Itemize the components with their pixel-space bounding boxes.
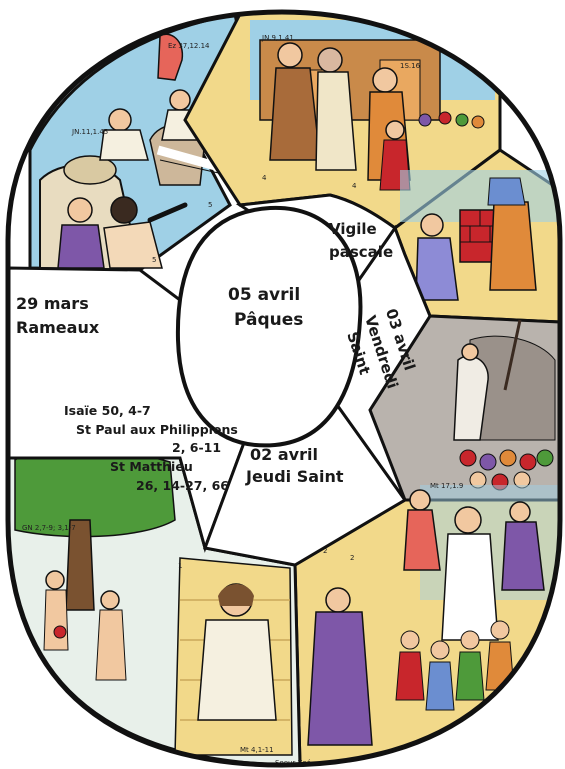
panel-number: 5	[208, 201, 212, 209]
panel-number: 5	[152, 256, 156, 264]
ref-lazarus-top: Ez 37,12.14	[168, 42, 210, 50]
outer-outline	[5, 9, 563, 768]
center-circle	[175, 205, 363, 448]
reading-2: St Paul aux Philippiens	[76, 422, 238, 437]
rameaux-date: 29 mars	[16, 294, 89, 313]
reading-4: St Matthieu	[110, 459, 193, 474]
ref-blind-left: JN.9,1.41	[261, 34, 294, 42]
center-title: Pâques	[234, 310, 303, 330]
ref-eden: GN 2,7-9; 3,1-7	[22, 524, 76, 532]
vigile-line1: Vigile	[329, 220, 377, 238]
panel-moses-rock	[368, 314, 560, 502]
jeudi-line2: Jeudi Saint	[245, 467, 344, 486]
panel-number: 1	[178, 562, 182, 570]
ref-blind-right: 1S.16	[400, 62, 421, 70]
panel-samaritan-woman	[393, 148, 560, 324]
panel-number: 4	[352, 182, 357, 190]
panel-number: 2	[350, 554, 354, 562]
ref-genesis-right: GN.12,1.4	[480, 732, 516, 740]
ref-desert: Mt 4,1-11	[240, 746, 274, 754]
reading-1: Isaïe 50, 4-7	[64, 403, 151, 418]
ref-transfig: Mt 17,1.9	[430, 482, 463, 490]
rameaux-title: Rameaux	[16, 318, 100, 337]
reading-5: 26, 14-27, 66	[136, 478, 229, 493]
vigile-line2: pascale	[329, 243, 393, 261]
panel-number: 2	[323, 547, 327, 555]
ref-lazarus-left: JN.11,1.45	[71, 128, 108, 136]
panel-eden-desert: GN 2,7-9; 3,1-7 Mt 4,1-11 Soeur Zoé 1	[8, 446, 311, 767]
center-date: 05 avril	[228, 285, 300, 305]
reading-3: 2, 6-11	[172, 440, 221, 455]
panel-number: 4	[262, 174, 267, 182]
jeudi-line1: 02 avril	[250, 445, 318, 464]
artist-signature: Soeur Zoé	[275, 759, 311, 767]
